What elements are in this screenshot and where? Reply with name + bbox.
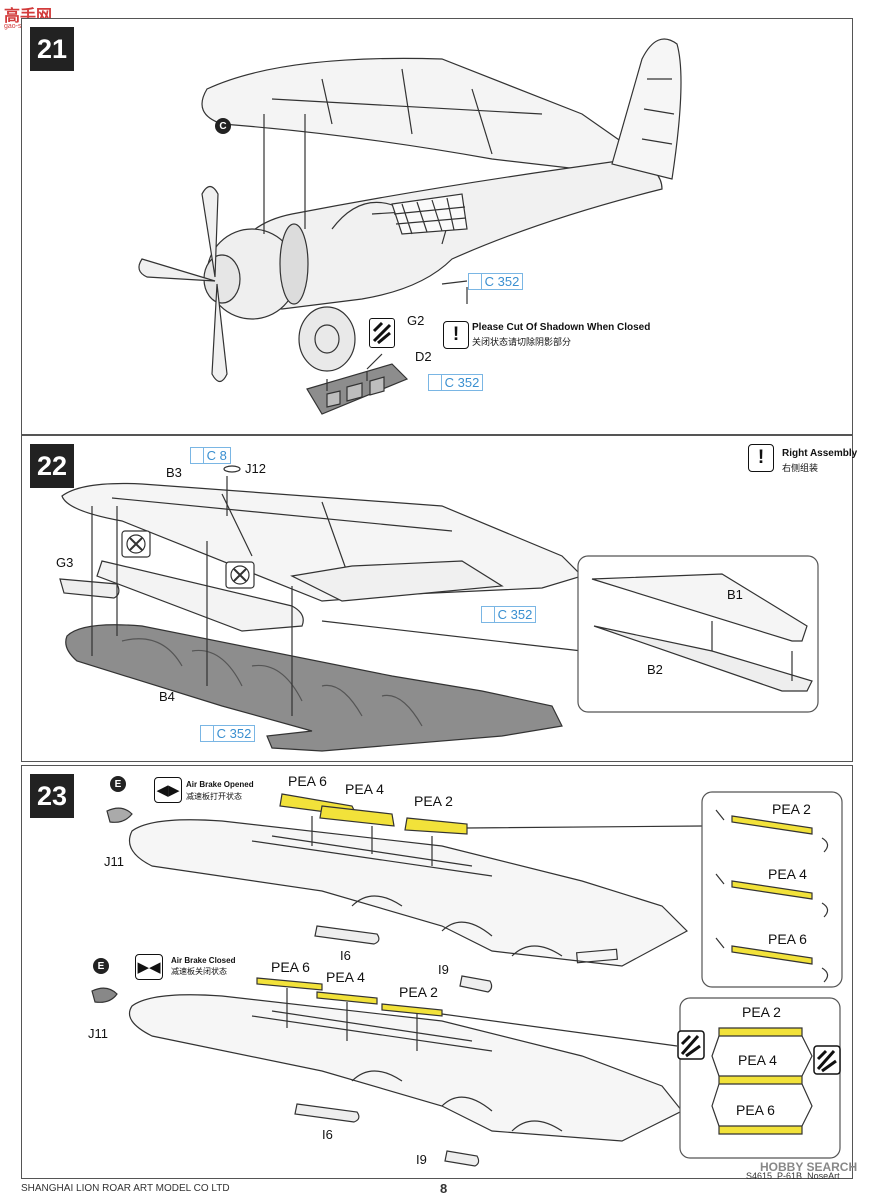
part-label-i9-top: I9 <box>438 962 449 977</box>
step-22-illustration <box>59 465 819 752</box>
part-label-c352-lower: C 352 <box>428 374 484 391</box>
air-brake-closed-zh: 减速板关闭状态 <box>171 967 227 976</box>
air-brake-opened-icon: ◀▶ <box>154 777 182 803</box>
inset-top-pea6: PEA 6 <box>768 931 807 947</box>
part-label-b3: B3 <box>166 465 182 480</box>
callout-circle-c: C <box>215 118 231 134</box>
footer-model: P-61B <box>777 1171 803 1181</box>
part-label-i6-top: I6 <box>340 948 351 963</box>
step-21-panel: 21 <box>21 18 853 435</box>
part-label-c352-right: C 352 <box>481 606 537 623</box>
cut-icon <box>369 318 395 348</box>
part-label-j11-bottom: J11 <box>88 1026 108 1041</box>
note-text-zh: 右侧组装 <box>782 464 819 474</box>
air-brake-opened-zh: 减速板打开状态 <box>186 792 242 801</box>
step-23-illustration <box>91 791 843 1167</box>
air-brake-closed-icon: ▶◀ <box>135 954 163 980</box>
air-brake-opened-en: Air Brake Opened <box>186 780 254 789</box>
part-label-b4: B4 <box>159 689 175 704</box>
inset-bottom-pea2: PEA 2 <box>742 1004 781 1020</box>
part-label-pea6-top: PEA 6 <box>288 773 327 789</box>
part-label-j12: J12 <box>245 461 266 476</box>
footer-right: S4615 P-61B NoseArt <box>746 1171 840 1181</box>
note-text-en: Please Cut Of Shadown When Closed <box>472 322 651 333</box>
part-label-g3: G3 <box>56 555 74 570</box>
part-label-c8: C 8 <box>190 447 231 464</box>
footer-page-number: 8 <box>440 1181 448 1196</box>
part-label-c352: C 352 <box>468 273 524 290</box>
note-text-zh: 关闭状态请切除阴影部分 <box>472 338 572 348</box>
callout-circle-e-top: E <box>110 776 126 792</box>
part-label-pea2-top: PEA 2 <box>414 793 453 809</box>
step-23-panel: 23 <box>21 765 853 1179</box>
part-label-pea4-top: PEA 4 <box>345 781 384 797</box>
part-label-i9-bottom: I9 <box>416 1152 427 1167</box>
callout-circle-e-bottom: E <box>93 958 109 974</box>
step-number: 23 <box>30 774 74 818</box>
air-brake-closed-en: Air Brake Closed <box>171 956 236 965</box>
part-label-j11-top: J11 <box>104 854 124 869</box>
footer-brand: NoseArt <box>807 1171 840 1181</box>
part-label-c352-lower: C 352 <box>200 725 256 742</box>
inset-bottom-pea4: PEA 4 <box>738 1052 777 1068</box>
part-label-pea2-bottom: PEA 2 <box>399 984 438 1000</box>
watermark-hobbysearch: HOBBY SEARCH <box>760 1160 858 1174</box>
footer-company: SHANGHAI LION ROAR ART MODEL CO LTD <box>21 1183 230 1194</box>
part-label-g2: G2 <box>407 313 425 328</box>
part-label-i6-bottom: I6 <box>322 1127 333 1142</box>
note-text-en: Right Assembly <box>782 448 858 459</box>
warning-icon: ! <box>748 444 774 472</box>
step-number: 22 <box>30 444 74 488</box>
step-21-illustration <box>138 38 682 415</box>
part-label-pea4-bottom: PEA 4 <box>326 969 365 985</box>
warning-icon: ! <box>443 321 469 349</box>
part-label-b2: B2 <box>647 662 663 677</box>
inset-top-pea2: PEA 2 <box>772 801 811 817</box>
footer-code: S4615 <box>746 1171 773 1181</box>
step-22-panel: 22 <box>21 435 857 762</box>
inset-top-pea4: PEA 4 <box>768 866 807 882</box>
part-label-b1: B1 <box>727 587 743 602</box>
part-label-d2: D2 <box>415 349 432 364</box>
step-number: 21 <box>30 27 74 71</box>
inset-bottom-pea6: PEA 6 <box>736 1102 775 1118</box>
part-label-pea6-bottom: PEA 6 <box>271 959 310 975</box>
